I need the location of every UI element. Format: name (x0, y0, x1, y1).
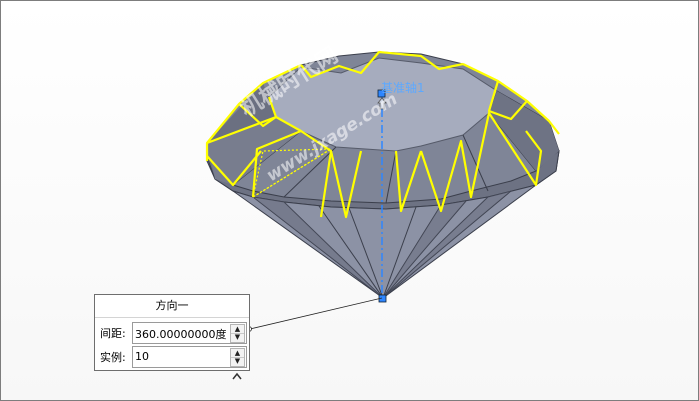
pavilion-shade-1 (253, 197, 383, 298)
spin-down-icon[interactable]: ▼ (234, 333, 241, 341)
panel-title: 方向一 (95, 295, 249, 318)
instances-input[interactable]: 10 (135, 350, 149, 363)
selected-face-outline (252, 148, 334, 199)
instances-spinner[interactable]: ▲ ▼ (230, 348, 245, 367)
spacing-label: 间距: (100, 327, 126, 340)
pavilion-facets (252, 190, 512, 299)
crown-shade-left-2 (207, 117, 301, 185)
pavilion-shade-2 (383, 201, 466, 298)
spacing-row: 间距: 360.00000000度 ▲ ▼ (95, 322, 249, 344)
instances-field[interactable]: 10 ▲ ▼ (132, 346, 247, 368)
axis-direction-arrow-icon[interactable] (377, 97, 387, 110)
selected-edges (205, 50, 560, 219)
spin-up-icon[interactable]: ▲ (231, 325, 244, 334)
pattern-direction-panel: 方向一 间距: 360.00000000度 ▲ ▼ 实例: 10 ▲ ▼ (94, 294, 250, 371)
instances-label: 实例: (100, 351, 126, 364)
spacing-spinner[interactable]: ▲ ▼ (230, 324, 245, 343)
spacing-input[interactable]: 360.00000000度 (135, 328, 227, 341)
spin-down-icon[interactable]: ▼ (234, 357, 241, 365)
axis-label: 基准轴1 (381, 81, 425, 95)
pavilion-shade-3 (383, 191, 511, 298)
instances-row: 实例: 10 ▲ ▼ (95, 346, 249, 368)
crown-shade-left (207, 83, 276, 143)
spin-up-icon[interactable]: ▲ (231, 349, 244, 358)
chevron-up-icon[interactable] (230, 371, 244, 383)
spacing-field[interactable]: 360.00000000度 ▲ ▼ (132, 322, 247, 344)
axis-handle-top[interactable] (377, 89, 386, 98)
callout-leader-line (249, 297, 383, 330)
